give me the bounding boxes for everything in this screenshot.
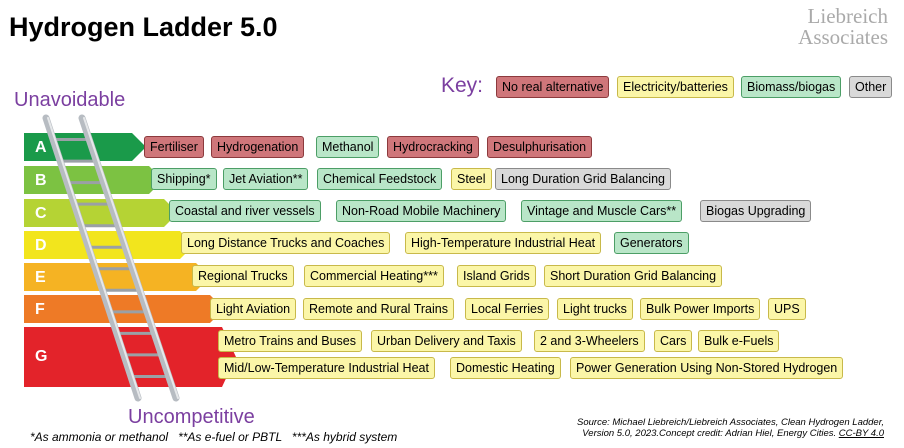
rung-arrow-d: [24, 231, 194, 259]
source-line-2: Version 5.0, 2023.Concept credit: Adrian…: [582, 428, 837, 439]
rung-arrow-f: [24, 295, 224, 323]
tag-methanol: Methanol: [316, 136, 380, 158]
rung-arrow-g: [24, 327, 236, 387]
tag-steel: Steel: [451, 168, 492, 190]
tag-cars: Cars: [654, 330, 693, 352]
rung-arrow-e: [24, 263, 210, 291]
tag-biogas-upgrading: Biogas Upgrading: [700, 200, 812, 222]
rung-arrow-c: [24, 199, 178, 227]
ladder-rail-left: [42, 114, 142, 402]
source-credit: Source: Michael Liebreich/Liebreich Asso…: [577, 417, 884, 439]
tag-power-generation-using-non-stored-hydrogen: Power Generation Using Non-Stored Hydrog…: [570, 357, 844, 379]
key-item-elec: Electricity/batteries: [617, 76, 734, 98]
tag-light-aviation: Light Aviation: [210, 298, 297, 320]
uncompetitive-label: Uncompetitive: [128, 406, 255, 428]
tag-desulphurisation: Desulphurisation: [487, 136, 593, 158]
source-line-1: Source: Michael Liebreich/Liebreich Asso…: [577, 417, 884, 428]
rung-letter-d: D: [35, 237, 47, 254]
key-label: Key:: [441, 74, 484, 97]
rung-letter-b: B: [35, 172, 47, 189]
rung-letter-a: A: [35, 139, 47, 156]
tag-bulk-power-imports: Bulk Power Imports: [640, 298, 761, 320]
tag-jet-aviation: Jet Aviation**: [223, 168, 309, 190]
tag-urban-delivery-and-taxis: Urban Delivery and Taxis: [371, 330, 522, 352]
tag-non-road-mobile-machinery: Non-Road Mobile Machinery: [336, 200, 507, 222]
rung-letter-c: C: [35, 205, 47, 222]
rung-letter-g: G: [35, 348, 48, 365]
logo-line-1: Liebreich: [807, 4, 888, 28]
tag-short-duration-grid-balancing: Short Duration Grid Balancing: [544, 265, 723, 287]
key-item-none: No real alternative: [496, 76, 610, 98]
company-logo: Liebreich Associates: [758, 6, 888, 48]
ladder-rail-left-highlight: [47, 117, 141, 399]
tag-coastal-and-river-vessels: Coastal and river vessels: [169, 200, 321, 222]
tag-regional-trucks: Regional Trucks: [192, 265, 294, 287]
logo-line-2: Associates: [798, 25, 888, 49]
tag-ups: UPS: [768, 298, 806, 320]
tag-shipping: Shipping*: [151, 168, 217, 190]
ladder-rail-right-highlight: [83, 117, 179, 399]
page-title: Hydrogen Ladder 5.0: [9, 12, 278, 42]
tag-light-trucks: Light trucks: [557, 298, 633, 320]
key-item-other: Other: [849, 76, 893, 98]
rung-letter-f: F: [35, 301, 45, 318]
tag-bulk-e-fuels: Bulk e-Fuels: [698, 330, 780, 352]
rung-arrow-b: [24, 166, 163, 194]
footnote: *As ammonia or methanol **As e-fuel or P…: [30, 430, 398, 444]
key-item-bio: Biomass/biogas: [741, 76, 842, 98]
ladder-rail-right: [78, 114, 180, 402]
tag-local-ferries: Local Ferries: [465, 298, 550, 320]
tag-chemical-feedstock: Chemical Feedstock: [317, 168, 443, 190]
rung-letter-e: E: [35, 269, 46, 286]
tag-mid-low-temperature-industrial-heat: Mid/Low-Temperature Industrial Heat: [218, 357, 435, 379]
tag-hydrocracking: Hydrocracking: [387, 136, 479, 158]
tag-hydrogenation: Hydrogenation: [211, 136, 305, 158]
tag-long-distance-trucks-and-coaches: Long Distance Trucks and Coaches: [181, 232, 391, 254]
tag-island-grids: Island Grids: [457, 265, 536, 287]
tag-long-duration-grid-balancing: Long Duration Grid Balancing: [495, 168, 671, 190]
unavoidable-label: Unavoidable: [14, 89, 126, 111]
tag-remote-and-rural-trains: Remote and Rural Trains: [303, 298, 454, 320]
tag-fertiliser: Fertiliser: [144, 136, 204, 158]
tag-metro-trains-and-buses: Metro Trains and Buses: [218, 330, 363, 352]
tag-vintage-and-muscle-cars: Vintage and Muscle Cars**: [521, 200, 683, 222]
source-line-2-wrap: Version 5.0, 2023.Concept credit: Adrian…: [577, 428, 884, 439]
tag-domestic-heating: Domestic Heating: [450, 357, 561, 379]
tag-2-and-3-wheelers: 2 and 3-Wheelers: [534, 330, 645, 352]
tag-generators: Generators: [614, 232, 689, 254]
tag-high-temperature-industrial-heat: High-Temperature Industrial Heat: [405, 232, 602, 254]
license-link[interactable]: CC-BY 4.0: [838, 428, 884, 439]
tag-commercial-heating: Commercial Heating***: [304, 265, 444, 287]
